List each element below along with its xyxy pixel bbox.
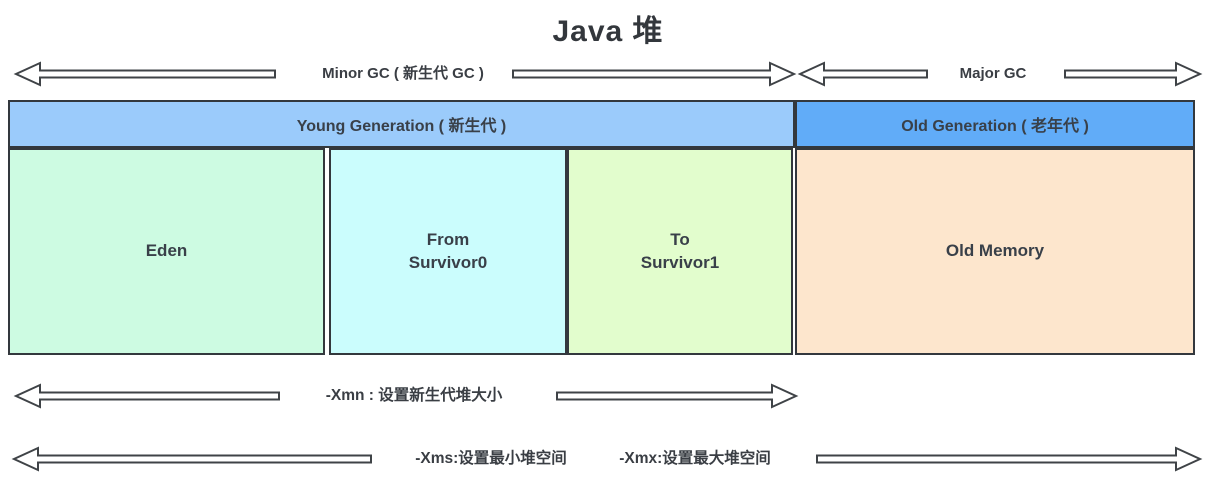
- to-survivor1-region: To Survivor1: [567, 148, 793, 355]
- minor-gc-right-arrow: [512, 61, 797, 87]
- xmx-right-arrow: [816, 446, 1203, 472]
- old-memory-label: Old Memory: [945, 241, 1045, 261]
- major-gc-label: Major GC: [959, 65, 1027, 82]
- xms-label: -Xms:设置最小堆空间: [415, 450, 567, 467]
- minor-gc-left-arrow: [13, 61, 276, 87]
- xms-left-arrow: [11, 446, 372, 472]
- major-gc-left-arrow: [797, 61, 928, 87]
- eden-label: Eden: [145, 241, 188, 261]
- xmx-label: -Xmx:设置最大堆空间: [619, 450, 771, 467]
- old-memory-region: Old Memory: [795, 148, 1195, 355]
- page-title: Java 堆: [552, 15, 664, 48]
- to-survivor1-label: To Survivor1: [640, 229, 720, 272]
- old-generation-label: Old Generation ( 老年代 ): [901, 118, 1089, 135]
- eden-region: Eden: [8, 148, 325, 355]
- xmn-label: -Xmn : 设置新生代堆大小: [325, 387, 503, 404]
- young-generation-label: Young Generation ( 新生代 ): [296, 118, 507, 135]
- xmn-right-arrow: [556, 383, 799, 409]
- old-generation-header: Old Generation ( 老年代 ): [795, 100, 1195, 148]
- from-survivor0-region: From Survivor0: [329, 148, 567, 355]
- from-survivor0-label: From Survivor0: [408, 229, 488, 272]
- major-gc-right-arrow: [1064, 61, 1203, 87]
- minor-gc-label: Minor GC ( 新生代 GC ): [322, 65, 484, 82]
- xmn-left-arrow: [13, 383, 280, 409]
- young-generation-header: Young Generation ( 新生代 ): [8, 100, 795, 148]
